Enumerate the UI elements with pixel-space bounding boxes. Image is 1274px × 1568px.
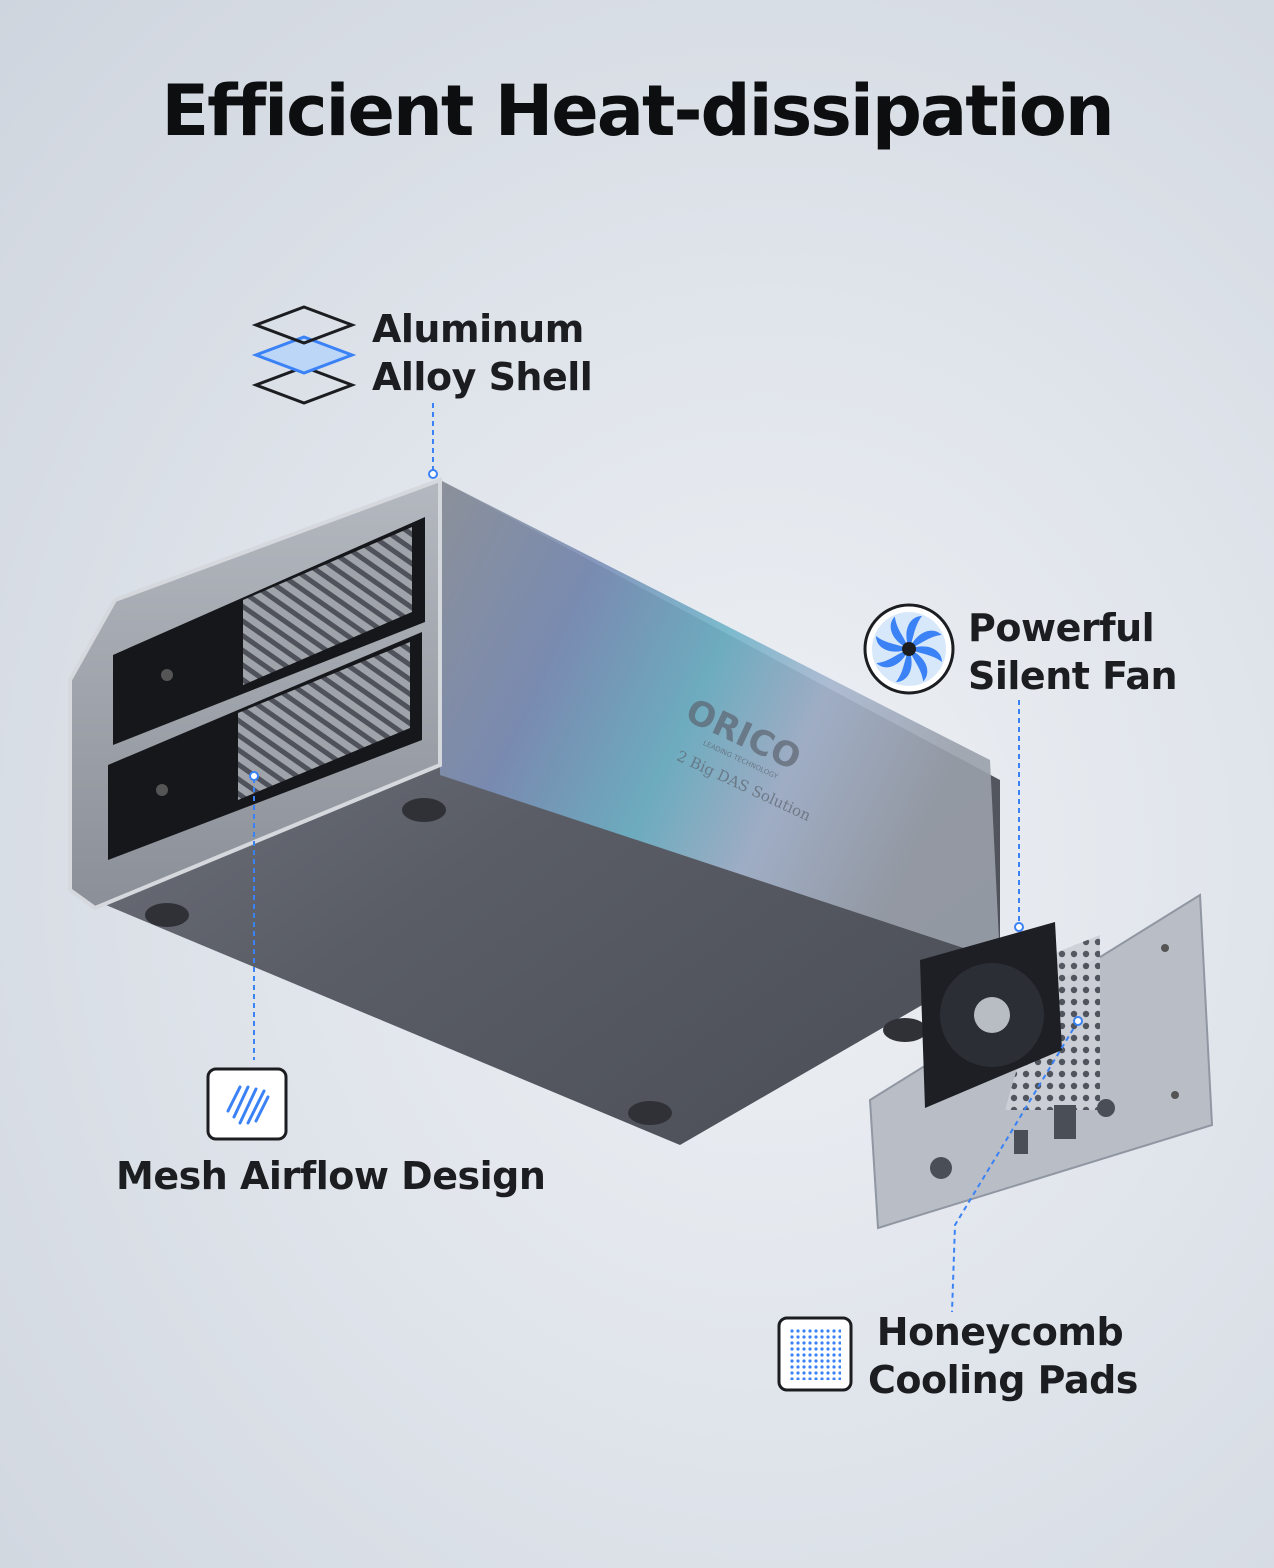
feature-mesh-label: Mesh Airflow Design	[116, 1152, 546, 1200]
feature-shell-line2: Alloy Shell	[372, 355, 593, 399]
page-title: Efficient Heat-dissipation	[161, 70, 1114, 152]
drive-bay-2-vents	[238, 642, 410, 800]
feature-fan-line2: Silent Fan	[968, 654, 1178, 698]
feature-shell-line1: Aluminum	[372, 307, 584, 351]
feature-fan-line1: Powerful	[968, 606, 1155, 650]
mesh-icon	[206, 1067, 288, 1141]
feature-shell-label: Aluminum Alloy Shell	[372, 305, 593, 401]
feature-mesh-line1: Mesh Airflow Design	[116, 1154, 546, 1198]
layers-icon	[252, 305, 356, 405]
feature-fan-label: Powerful Silent Fan	[968, 604, 1178, 700]
enclosure-side	[440, 480, 1000, 960]
feature-pads-label: Honeycomb Cooling Pads	[868, 1308, 1138, 1404]
drive-bay-1-vents	[243, 527, 412, 685]
feature-pads-line2: Cooling Pads	[868, 1358, 1138, 1402]
fan-icon	[863, 603, 955, 695]
feature-pads-line1: Honeycomb	[876, 1310, 1124, 1354]
honeycomb-icon	[777, 1316, 853, 1392]
